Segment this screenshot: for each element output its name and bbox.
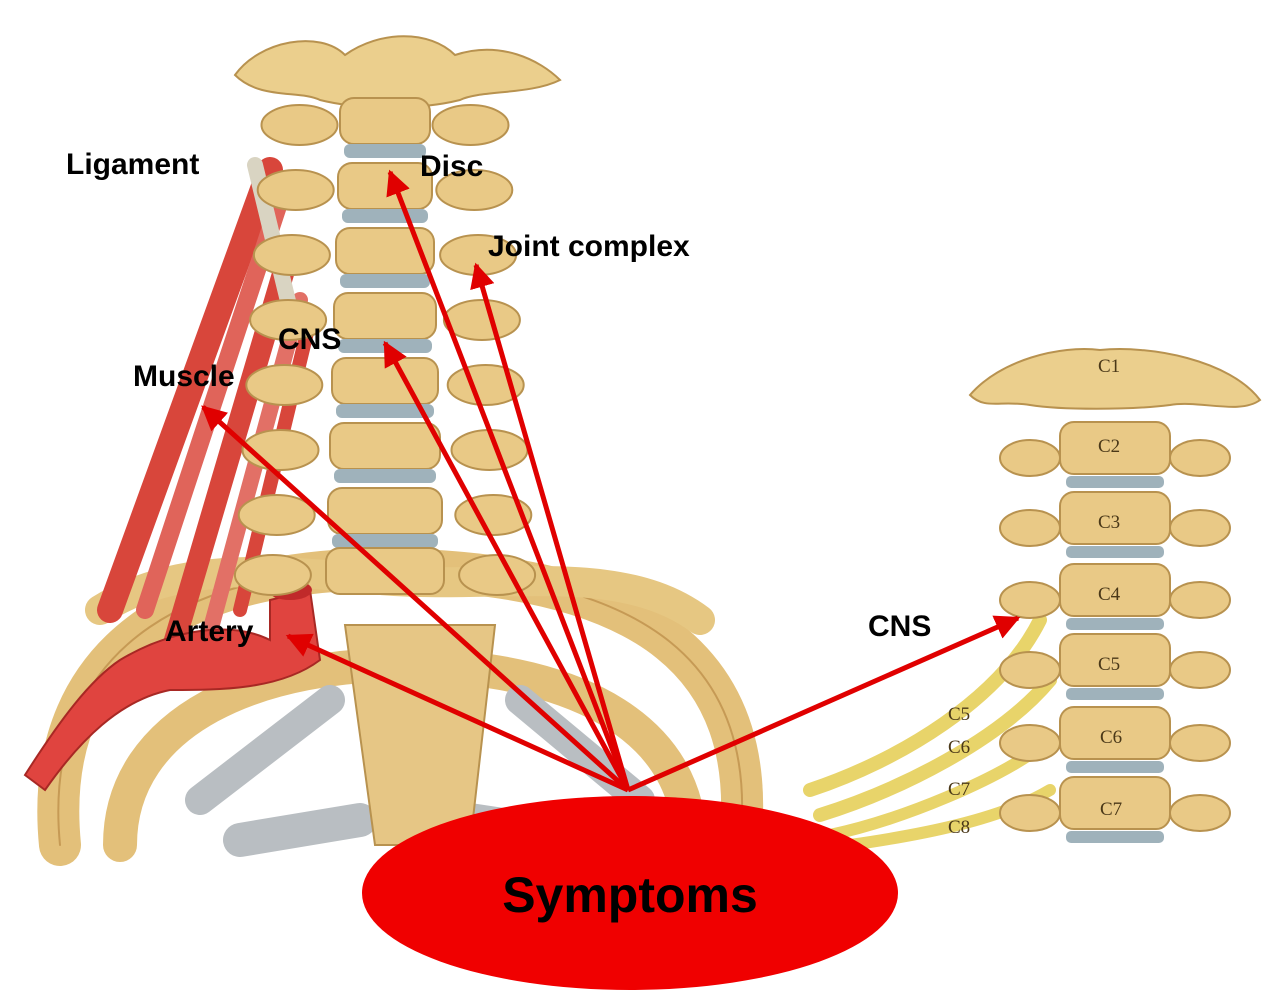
- vertebra-label: C1: [1098, 356, 1120, 377]
- vertebra: [243, 423, 528, 483]
- vertebra: [262, 98, 509, 158]
- vertebra-label: C7: [1100, 799, 1122, 820]
- vertebra: [254, 228, 516, 288]
- ligament-label: Ligament: [66, 148, 199, 182]
- cns-label-left: CNS: [278, 323, 341, 357]
- vertebra: [239, 488, 532, 548]
- intervertebral-disc: [334, 469, 436, 483]
- intervertebral-disc: [1066, 831, 1164, 843]
- intervertebral-disc: [1066, 618, 1164, 630]
- joint-complex-label: Joint complex: [488, 230, 690, 264]
- nerve-root-label: C7: [948, 779, 970, 800]
- intervertebral-disc: [344, 144, 426, 158]
- disc-label: Disc: [420, 150, 483, 184]
- muscle-label: Muscle: [133, 360, 235, 394]
- nerve-root-label: C6: [948, 737, 970, 758]
- symptoms-label: Symptoms: [362, 800, 898, 990]
- atlas: [235, 36, 560, 107]
- vertebra-label: C2: [1098, 436, 1120, 457]
- intervertebral-disc: [1066, 546, 1164, 558]
- intervertebral-disc: [340, 274, 430, 288]
- vertebra-label: C3: [1098, 512, 1120, 533]
- intervertebral-disc: [1066, 476, 1164, 488]
- artery-label: Artery: [165, 615, 253, 649]
- vertebra-label: C5: [1098, 654, 1120, 675]
- vertebra-label: C4: [1098, 584, 1121, 605]
- intervertebral-disc: [1066, 761, 1164, 773]
- nerve-root-label: C8: [948, 817, 970, 838]
- vertebra-label: C6: [1100, 727, 1122, 748]
- intervertebral-disc: [1066, 688, 1164, 700]
- nerve-root-label: C5: [948, 704, 970, 725]
- intervertebral-disc: [342, 209, 428, 223]
- cns-label-right: CNS: [868, 610, 931, 644]
